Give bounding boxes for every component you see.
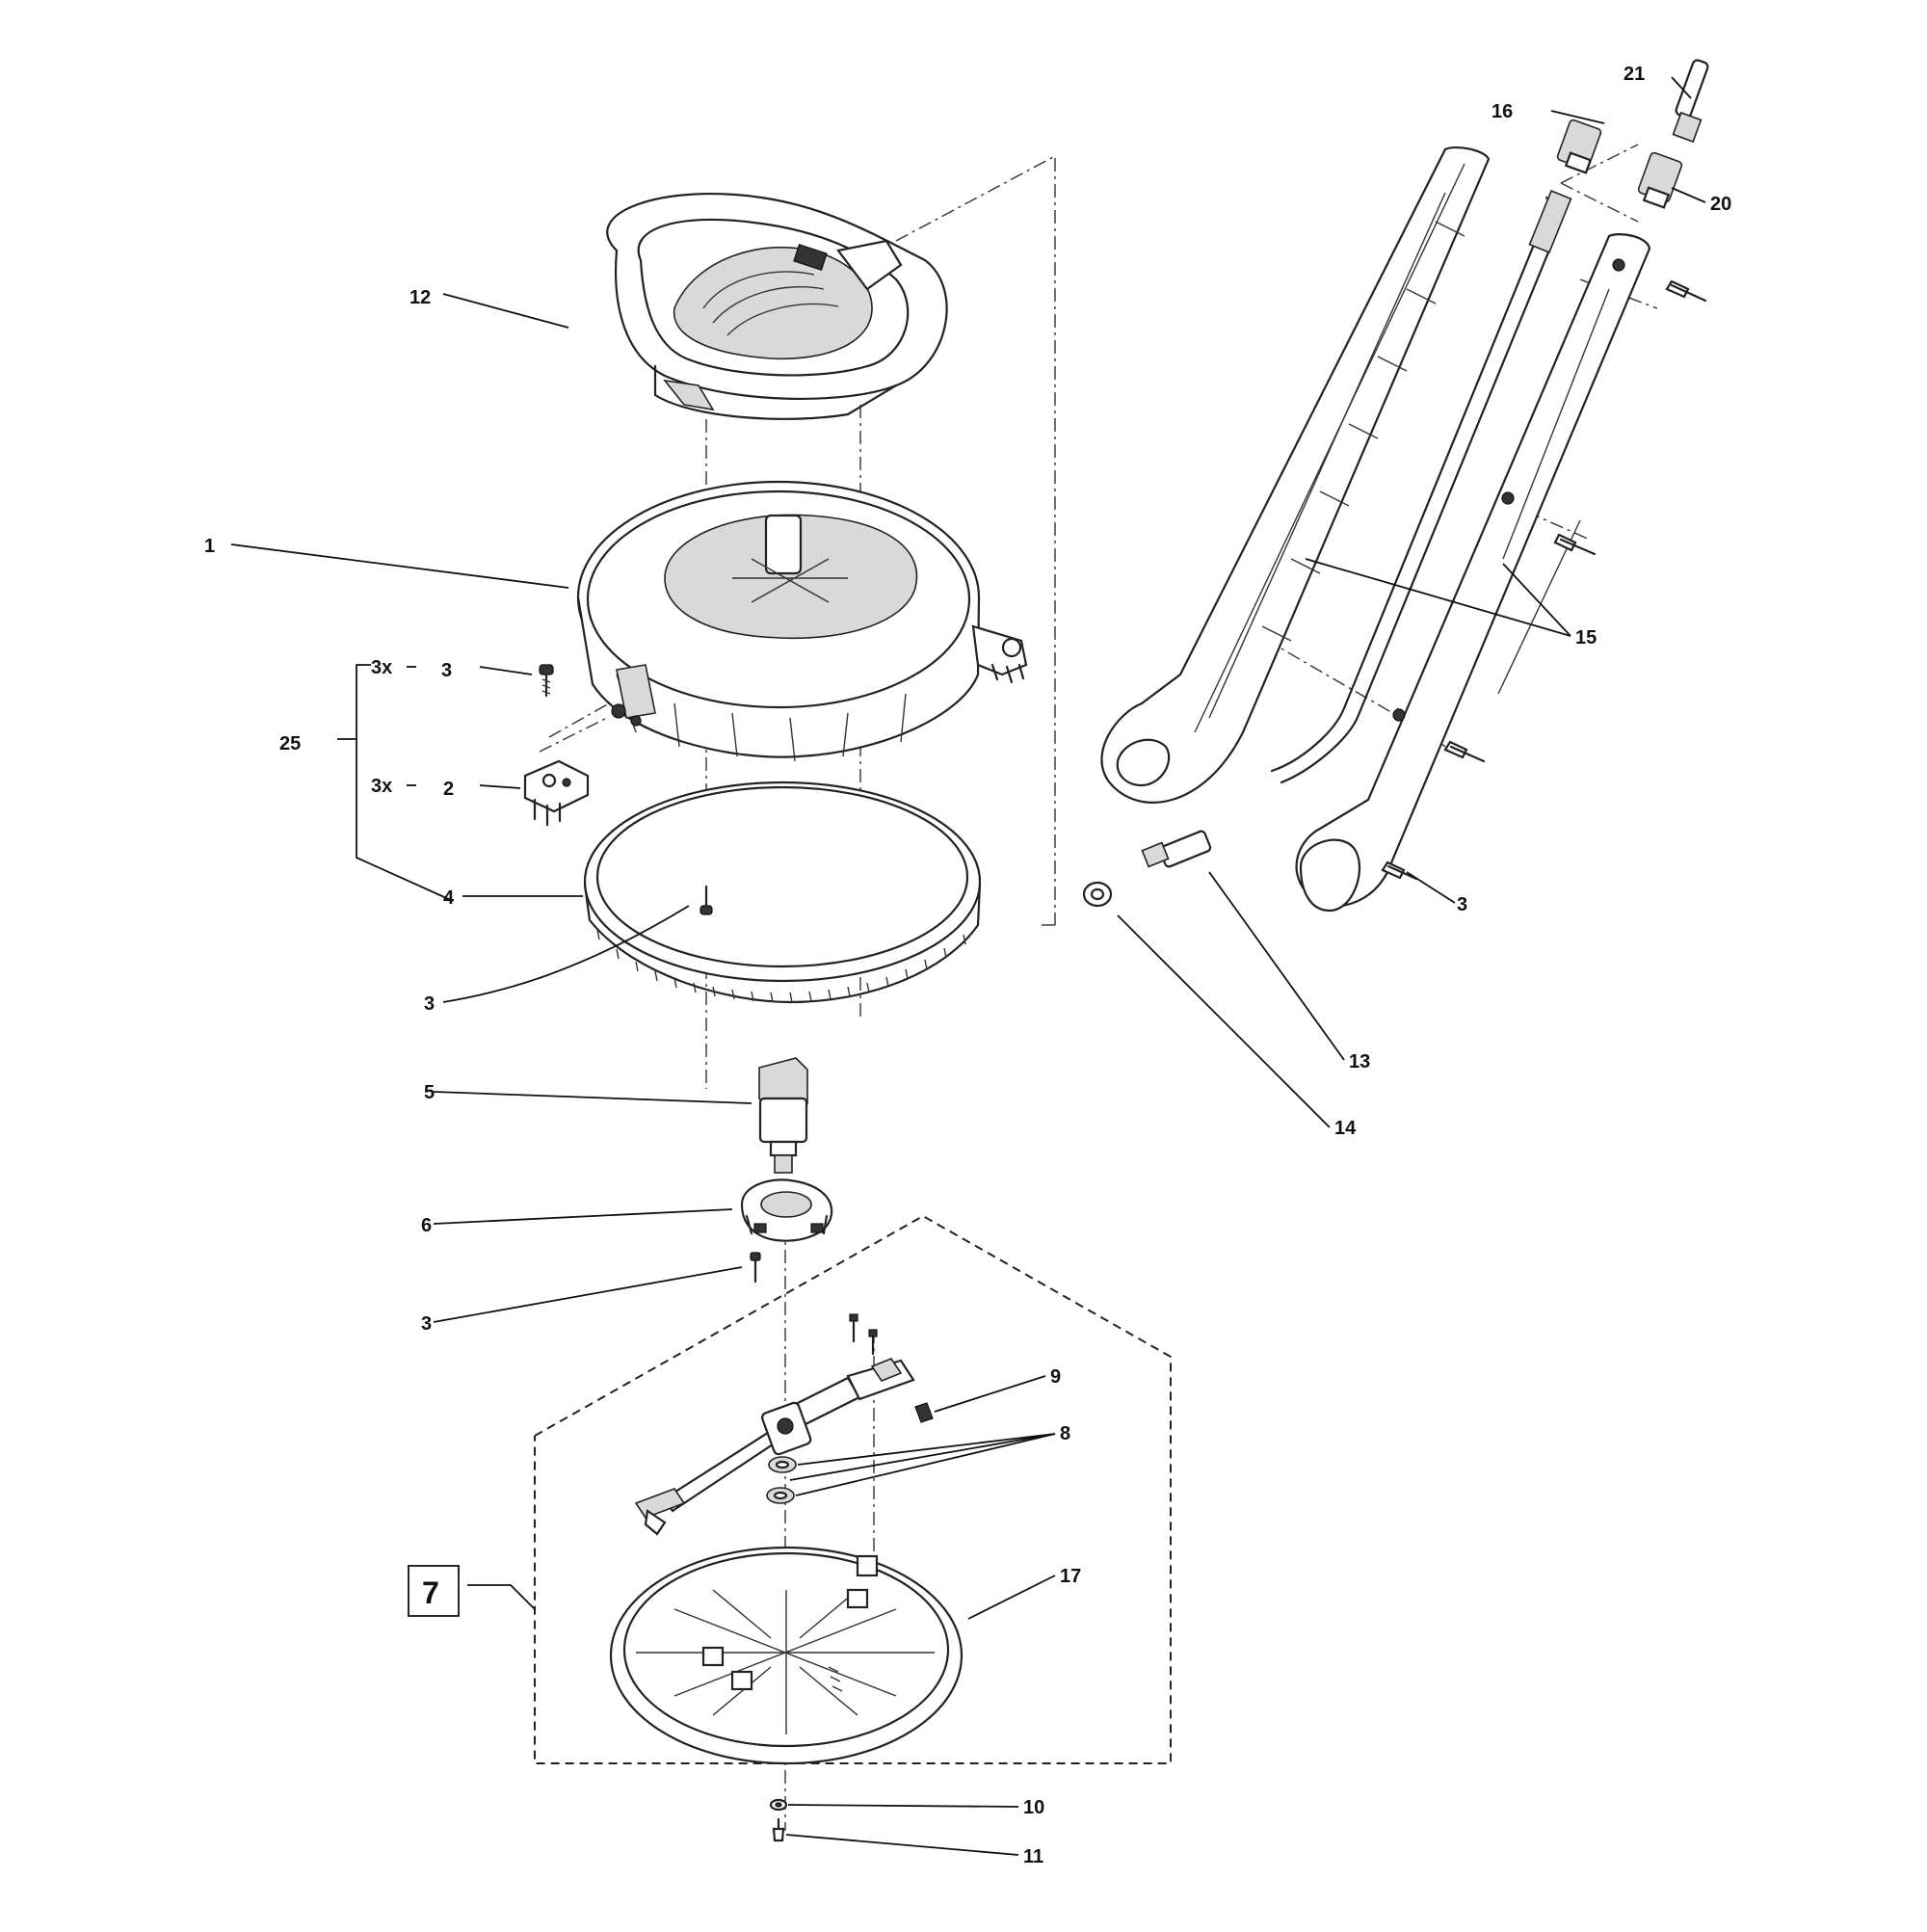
part-4-ring [583,781,982,1004]
part-10-washer [769,1798,788,1812]
callout-1: 1 [204,536,215,557]
callout-10: 10 [1023,1797,1044,1818]
callout-5: 5 [424,1082,435,1103]
part-15-handle-shell-right [1295,232,1651,913]
part-13-lance [1141,190,1572,868]
part-5-valve [758,1057,808,1174]
callout-25: 25 [279,733,301,754]
callout-7-box: 7 [408,1565,460,1617]
callout-11: 11 [1023,1846,1043,1867]
qty-bracket: 3x [371,776,392,797]
part-2-bracket [523,759,590,827]
part-21-connector [1672,59,1709,144]
callout-17: 17 [1060,1566,1081,1587]
part-12-handle [606,192,948,420]
part-6-holder [740,1178,833,1242]
callout-9: 9 [1050,1366,1061,1388]
callout-3d: 3 [1457,894,1467,915]
callout-13: 13 [1349,1051,1370,1072]
callout-3c: 3 [421,1313,432,1335]
callout-6: 6 [421,1215,432,1236]
leader-lines [230,76,1706,1856]
part-16-coupling [1556,119,1602,174]
callout-2: 2 [443,779,454,800]
callout-3b: 3 [424,993,435,1015]
part-3-screw-top [539,664,554,698]
spray-arm [634,1313,934,1536]
callout-16: 16 [1491,101,1513,122]
callout-20: 20 [1710,194,1731,215]
part-3-screw-lower [750,1252,761,1284]
part-20-coupling [1637,151,1683,209]
callout-7: 7 [422,1575,439,1610]
part-8-seals [766,1456,797,1504]
part-11-screw [772,1817,785,1842]
qty-screw: 3x [371,657,392,678]
callout-14: 14 [1334,1118,1357,1139]
callout-labels: 12 1 3x 3 25 3x 2 4 3 5 6 3 9 8 17 10 11… [204,64,1731,1867]
callout-3a: 3 [441,660,452,681]
callout-21: 21 [1623,64,1645,85]
callout-12: 12 [409,287,431,308]
part-1-housing [576,480,1028,762]
part-17-base-plate [609,1546,964,1765]
part-15-handle-shell-left [1100,146,1491,804]
assembly-7-box [534,1214,1172,1764]
part-3-screw-middle [700,885,713,915]
callout-8: 8 [1060,1423,1070,1444]
part-3-screws-handle [1381,279,1707,881]
callout-15: 15 [1575,627,1597,648]
callout-4: 4 [443,887,455,909]
part-14-oring [1082,881,1113,908]
